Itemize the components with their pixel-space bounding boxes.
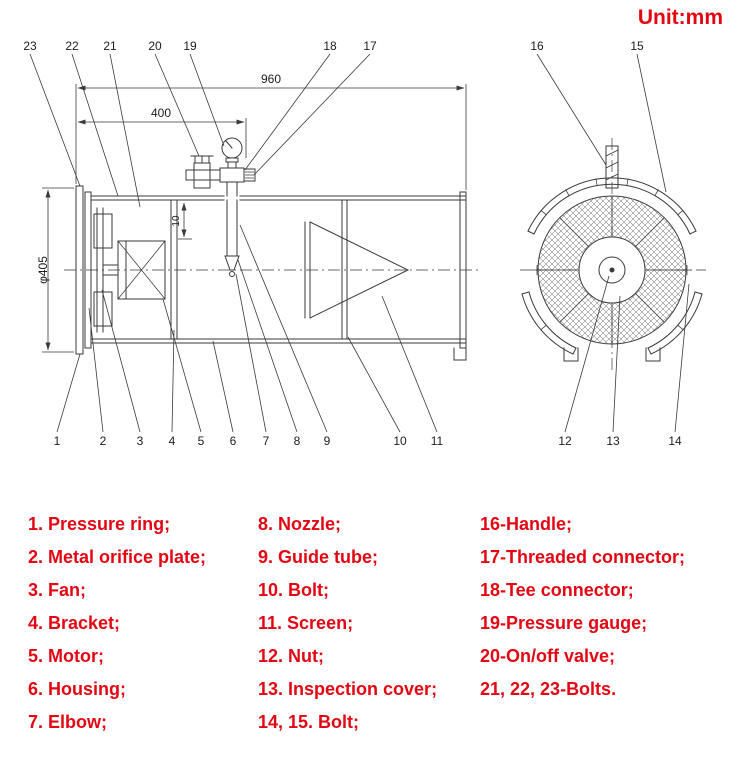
pressure-gauge bbox=[221, 137, 243, 169]
nozzle-tip bbox=[229, 271, 235, 277]
callout-21: 21 bbox=[103, 39, 117, 53]
guide-tube bbox=[224, 199, 240, 277]
tee-connector bbox=[219, 167, 245, 183]
bolt-mark-right bbox=[682, 265, 692, 275]
dim-diameter-label: φ405 bbox=[36, 256, 50, 284]
pipe bbox=[185, 169, 221, 181]
dimension-960: 960 bbox=[75, 72, 467, 190]
gauge-needle bbox=[225, 140, 233, 149]
legend-item: 18-Tee connector; bbox=[480, 580, 634, 600]
callout-18: 18 bbox=[323, 39, 337, 53]
housing bbox=[90, 191, 467, 361]
fan bbox=[93, 207, 113, 333]
legend-item: 11. Screen; bbox=[258, 613, 354, 633]
callout-16: 16 bbox=[530, 39, 544, 53]
metal-orifice-plate bbox=[84, 191, 92, 349]
dim-960-label: 960 bbox=[261, 72, 281, 86]
legend-item: 5. Motor; bbox=[28, 646, 104, 666]
legend-item: 14, 15. Bolt; bbox=[258, 712, 360, 732]
dimension-diameter: φ405 bbox=[36, 187, 74, 353]
legend-item: 8. Nozzle; bbox=[258, 514, 342, 534]
callout-6: 6 bbox=[230, 434, 237, 448]
callout-8: 8 bbox=[294, 434, 301, 448]
center-point bbox=[609, 267, 615, 273]
legend-item: 19-Pressure gauge; bbox=[480, 613, 648, 633]
screen-cone bbox=[304, 221, 410, 319]
callout-14: 14 bbox=[668, 434, 682, 448]
callout-1: 1 bbox=[54, 434, 61, 448]
callout-11: 11 bbox=[431, 434, 444, 448]
callouts-bottom: 1 2 3 4 5 6 7 8 9 10 11 12 13 14 bbox=[54, 224, 690, 448]
legend-item: 20-On/off valve; bbox=[480, 646, 616, 666]
elbow-assembly bbox=[185, 137, 256, 197]
elbow bbox=[226, 181, 238, 197]
housing-foot bbox=[453, 347, 467, 361]
callouts-top: 23 22 21 20 19 18 17 16 15 bbox=[23, 39, 667, 208]
legend-column-1: 1. Pressure ring; 2. Metal orifice plate… bbox=[28, 508, 258, 739]
on-off-valve bbox=[190, 155, 214, 189]
legend-column-3: 16-Handle; 17-Threaded connector; 18-Tee… bbox=[480, 508, 749, 739]
callout-19: 19 bbox=[183, 39, 197, 53]
legend: 1. Pressure ring; 2. Metal orifice plate… bbox=[0, 500, 749, 739]
dim-10-label: 10 bbox=[171, 215, 182, 227]
motor bbox=[102, 240, 166, 300]
legend-item: 9. Guide tube; bbox=[258, 547, 379, 567]
legend-item: 2. Metal orifice plate; bbox=[28, 547, 207, 567]
callout-23: 23 bbox=[23, 39, 37, 53]
technical-drawing: 960 400 φ405 10 23 22 21 20 19 18 17 16 … bbox=[23, 39, 706, 448]
callout-3: 3 bbox=[137, 434, 144, 448]
pressure-ring bbox=[75, 185, 84, 355]
dimension-400: 400 bbox=[77, 106, 247, 158]
callout-4: 4 bbox=[169, 434, 176, 448]
end-view bbox=[521, 145, 703, 362]
callout-15: 15 bbox=[630, 39, 644, 53]
side-view bbox=[75, 137, 467, 361]
bracket bbox=[170, 200, 178, 340]
bolt-mark-left bbox=[532, 265, 542, 275]
handle bbox=[605, 145, 619, 189]
legend-item: 3. Fan; bbox=[28, 580, 87, 600]
legend-item: 13. Inspection cover; bbox=[258, 679, 438, 699]
callout-17: 17 bbox=[363, 39, 377, 53]
callout-9: 9 bbox=[324, 434, 331, 448]
legend-item: 12. Nut; bbox=[258, 646, 325, 666]
callout-10: 10 bbox=[393, 434, 407, 448]
legend-item: 10. Bolt; bbox=[258, 580, 330, 600]
nut bbox=[598, 256, 626, 284]
dimension-10: 10 bbox=[171, 202, 192, 240]
screen-spokes bbox=[538, 196, 686, 344]
legend-column-2: 8. Nozzle; 9. Guide tube; 10. Bolt; 11. … bbox=[258, 508, 480, 739]
dim-400-label: 400 bbox=[151, 106, 171, 120]
legend-item: 21, 22, 23-Bolts. bbox=[480, 679, 617, 699]
motor-shaft bbox=[102, 264, 119, 276]
callout-13: 13 bbox=[606, 434, 620, 448]
legend-item: 6. Housing; bbox=[28, 679, 126, 699]
foot-right bbox=[645, 347, 661, 362]
unit-label: Unit:mm bbox=[637, 6, 723, 29]
callout-12: 12 bbox=[558, 434, 572, 448]
legend-item: 7. Elbow; bbox=[28, 712, 108, 732]
foot-left bbox=[563, 347, 579, 362]
nozzle bbox=[224, 255, 240, 271]
legend-item: 16-Handle; bbox=[480, 514, 573, 534]
threaded-connector bbox=[243, 168, 256, 182]
housing-joint bbox=[341, 199, 348, 340]
legend-item: 17-Threaded connector; bbox=[480, 547, 686, 567]
legend-item: 1. Pressure ring; bbox=[28, 514, 171, 534]
callout-2: 2 bbox=[100, 434, 107, 448]
legend-item: 4. Bracket; bbox=[28, 613, 121, 633]
callout-7: 7 bbox=[263, 434, 270, 448]
callout-22: 22 bbox=[65, 39, 79, 53]
callout-20: 20 bbox=[148, 39, 162, 53]
guard-ring bbox=[521, 177, 703, 355]
callout-5: 5 bbox=[198, 434, 205, 448]
